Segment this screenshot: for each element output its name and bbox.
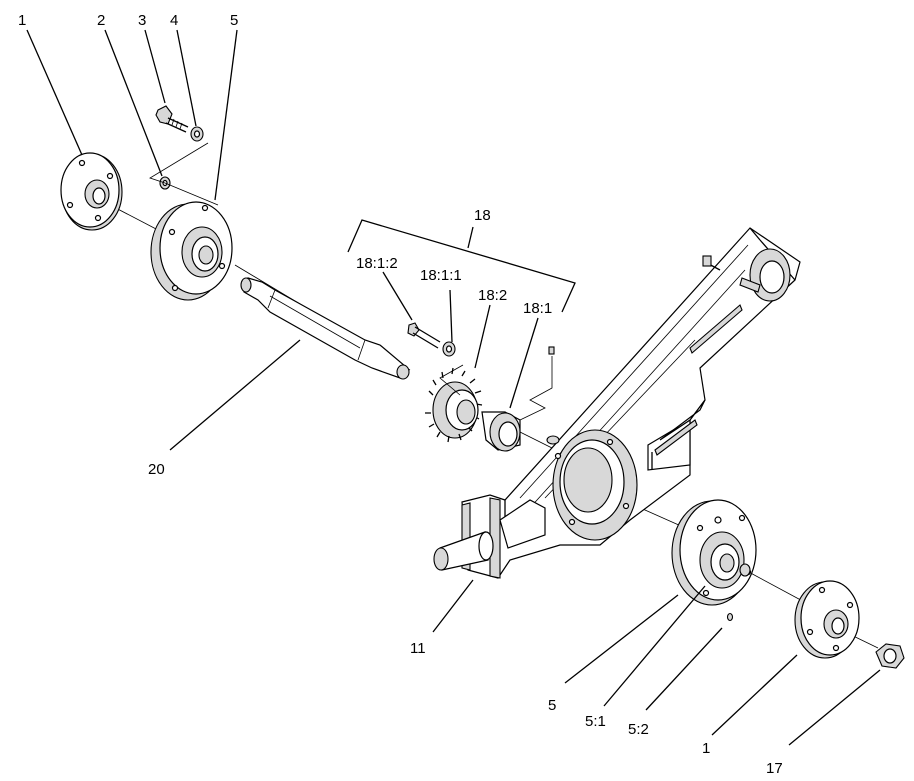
bolt-3 [155, 105, 189, 133]
callout-18-1-2: 18:1:2 [356, 255, 398, 272]
chain-case-frame [433, 227, 801, 579]
callout-11: 11 [410, 640, 426, 657]
drive-shaft [240, 277, 410, 380]
washer-18-1-1 [442, 341, 456, 357]
callout-1-upper: 1 [18, 12, 26, 29]
nut-17 [875, 643, 905, 669]
sprocket-18-2 [425, 367, 483, 443]
flange-plate-lower [794, 580, 860, 659]
callout-18: 18 [474, 207, 491, 224]
callout-5-2: 5:2 [628, 721, 649, 738]
bearing-housing-lower [671, 499, 757, 606]
bearing-housing-upper [150, 201, 233, 301]
callout-4: 4 [170, 12, 178, 29]
callout-18-2: 18:2 [478, 287, 507, 304]
callout-5-1: 5:1 [585, 713, 606, 730]
callout-3: 3 [138, 12, 146, 29]
callout-2: 2 [97, 12, 105, 29]
callout-17: 17 [766, 760, 783, 777]
hardware-leader [149, 142, 219, 206]
callout-labels: 1 2 3 4 5 18 18:1:2 18:1:1 18:2 18:1 20 … [18, 12, 783, 777]
callout-18-1-1: 18:1:1 [420, 267, 462, 284]
callout-5-lower: 5 [548, 697, 556, 714]
callout-1-lower: 1 [702, 740, 710, 757]
nut-4 [190, 126, 204, 142]
callout-18-1: 18:1 [523, 300, 552, 317]
sprocket-leader [439, 364, 464, 396]
set-screw [519, 346, 555, 421]
callout-5-upper: 5 [230, 12, 238, 29]
flange-plate-upper [60, 152, 123, 231]
callout-20: 20 [148, 461, 165, 478]
leader-lines [26, 29, 881, 746]
grease-fitting-5-2 [726, 612, 734, 622]
bolt-18-1-2 [407, 322, 441, 349]
hub-18-1 [481, 411, 521, 452]
